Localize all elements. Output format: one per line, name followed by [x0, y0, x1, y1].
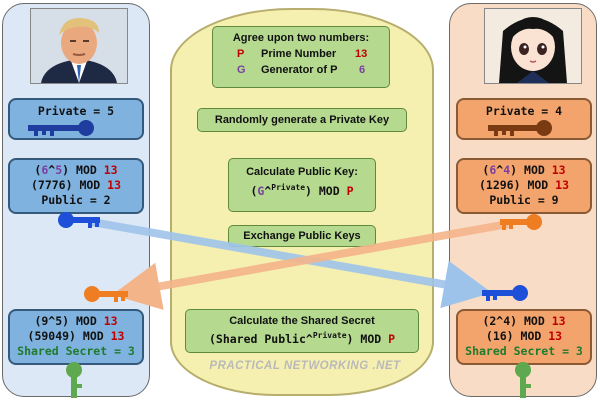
public-formula: (G^Private) MOD P [250, 183, 354, 198]
person-portrait [30, 8, 128, 84]
right-public-calc-box: (6^4) MOD 13 (1296) MOD 13 Public = 9 [456, 158, 592, 214]
left-shared-line-1: (9^5) MOD 13 [34, 314, 118, 328]
left-shared-key-icon [66, 362, 82, 398]
prime-row: P Prime Number 13 [213, 48, 389, 64]
right-private-key-icon [488, 120, 552, 136]
exchange-label: Exchange Public Keys [243, 230, 361, 242]
left-public-calc-box: (6^5) MOD 13 (7776) MOD 13 Public = 2 [8, 158, 144, 214]
generator-label: Generator of P [261, 64, 338, 76]
generator-row: G Generator of P 6 [213, 64, 389, 80]
shared-secret-box: Calculate the Shared Secret (Shared Publ… [185, 309, 419, 353]
public-title: Calculate Public Key: [246, 166, 358, 178]
right-public-key-icon [500, 214, 542, 230]
received-blue-key-icon [482, 285, 528, 301]
calc-public-key-box: Calculate Public Key: (G^Private) MOD P [228, 158, 376, 212]
orange-exchange-arrow [112, 220, 509, 310]
left-calc-line-1: (6^5) MOD 13 [34, 163, 118, 177]
random-private-label: Randomly generate a Private Key [214, 114, 390, 126]
left-private-label: Private = 5 [37, 104, 115, 118]
generator-value: 6 [359, 64, 366, 76]
left-shared-line-2: (59049) MOD 13 [27, 329, 125, 343]
exchange-keys-box: Exchange Public Keys [228, 225, 376, 247]
agree-title: Agree upon two numbers: [232, 32, 370, 44]
right-calc-line-2: (1296) MOD 13 [478, 178, 570, 192]
left-public-key-icon [58, 212, 100, 228]
anime-character-portrait [484, 8, 582, 84]
shared-formula: (Shared Public^Private) MOD P [208, 331, 396, 346]
generator-symbol: G [237, 64, 246, 76]
agree-numbers-box: Agree upon two numbers: P Prime Number 1… [212, 26, 390, 88]
left-shared-secret: Shared Secret = 3 [17, 344, 135, 358]
watermark: PRACTICAL NETWORKING .NET [209, 360, 401, 372]
prime-label: Prime Number [261, 48, 337, 60]
right-private-label: Private = 4 [485, 104, 563, 118]
random-private-box: Randomly generate a Private Key [197, 108, 407, 132]
right-shared-secret: Shared Secret = 3 [465, 344, 583, 358]
right-shared-box: (2^4) MOD 13 (16) MOD 13 Shared Secret =… [456, 309, 592, 365]
left-public-value: Public = 2 [41, 193, 111, 207]
left-calc-line-2: (7776) MOD 13 [30, 178, 122, 192]
right-public-value: Public = 9 [489, 193, 559, 207]
received-orange-key-icon [84, 286, 128, 302]
left-private-box: Private = 5 [8, 98, 144, 140]
blue-exchange-arrow [91, 218, 492, 309]
right-private-box: Private = 4 [456, 98, 592, 140]
right-shared-line-2: (16) MOD 13 [485, 329, 563, 343]
right-calc-line-1: (6^4) MOD 13 [482, 163, 566, 177]
prime-symbol: P [237, 48, 245, 60]
right-shared-key-icon [515, 362, 531, 398]
left-private-key-icon [28, 120, 94, 136]
prime-value: 13 [355, 48, 368, 60]
shared-title: Calculate the Shared Secret [229, 315, 375, 327]
right-shared-line-1: (2^4) MOD 13 [482, 314, 566, 328]
